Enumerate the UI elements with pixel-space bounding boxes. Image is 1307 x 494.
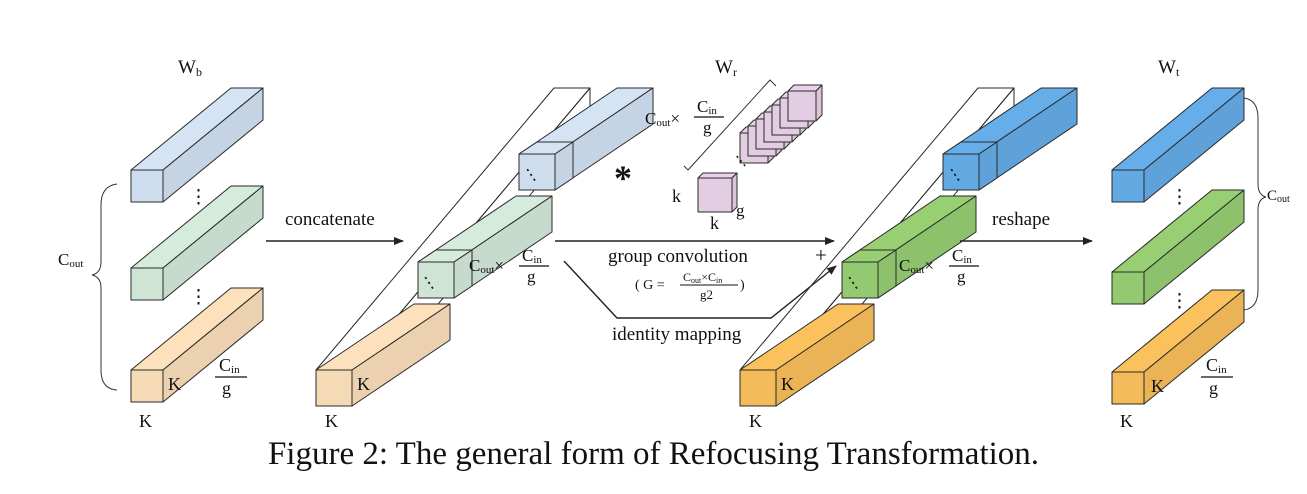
prism xyxy=(130,185,264,301)
prism-front-face xyxy=(417,261,455,299)
prism-top-face xyxy=(697,172,738,179)
cout-x-cin-g-concat: Cout× Cin g xyxy=(469,246,549,286)
prism-front-face xyxy=(739,369,777,407)
prism-front-face xyxy=(841,261,879,299)
k-depth-transformed: K xyxy=(781,374,794,394)
cout-brace-left xyxy=(91,183,118,391)
dots-wt-1: ⋮ xyxy=(1170,187,1189,208)
prism xyxy=(841,249,897,299)
k-width-concat: K xyxy=(325,411,338,431)
prism-front-face xyxy=(518,153,556,191)
wb-label: Wb xyxy=(178,57,202,79)
svg-text:g: g xyxy=(527,267,536,286)
prism xyxy=(1111,87,1245,203)
svg-text:g: g xyxy=(222,378,231,398)
prism-front-face xyxy=(1111,271,1145,305)
dots-wt-2: ⋮ xyxy=(1170,291,1189,312)
prism xyxy=(697,172,738,213)
k-width-transformed: K xyxy=(749,411,762,431)
prism-front-face xyxy=(697,177,733,213)
k-depth-concat: K xyxy=(357,374,370,394)
transformed-bar: ⋮ ⋮ K K Cout× Cin g xyxy=(739,87,1078,431)
svg-text:Cin: Cin xyxy=(219,355,240,376)
concatenate-label: concatenate xyxy=(285,209,375,230)
concatenate-arrow: concatenate xyxy=(266,209,404,245)
cout-label-right: Cout xyxy=(1267,188,1290,205)
svg-text:( G =: ( G = xyxy=(635,278,665,293)
svg-text:g: g xyxy=(1209,378,1218,398)
wr-label: Wr xyxy=(715,57,737,79)
prism-front-face xyxy=(315,369,353,407)
svg-text:g: g xyxy=(703,118,712,137)
prism xyxy=(130,287,264,403)
cout-brace-right xyxy=(1243,97,1267,311)
reshape-label: reshape xyxy=(992,209,1050,230)
k-height-wr: k xyxy=(672,186,681,206)
cout-x-cin-g-wr: Cout× Cin g xyxy=(645,97,724,137)
svg-text:Cin: Cin xyxy=(522,246,542,266)
wt-stack: Wt ⋮ ⋮ ⋮ Cout K K Cin g xyxy=(1111,57,1290,431)
wt-bar-blue xyxy=(1111,87,1245,203)
prism xyxy=(130,87,264,203)
svg-text:Cin: Cin xyxy=(952,246,972,266)
prism xyxy=(739,303,875,407)
wt-bar-green xyxy=(1111,189,1245,305)
plus-sign: + xyxy=(815,243,827,267)
concat-bar: ⋮ ⋮ K K Cout× Cin g xyxy=(315,87,654,431)
prism-front-face xyxy=(130,369,164,403)
prism-front-face xyxy=(1111,169,1145,203)
prism xyxy=(417,249,473,299)
k-width-wb: K xyxy=(139,411,152,431)
prism xyxy=(787,84,823,122)
g-formula: ( G = Cout×Cin g2 ) xyxy=(635,270,745,302)
wt-bar-orange xyxy=(1111,289,1245,405)
k-depth-wb: K xyxy=(168,374,181,394)
wr-kernels: Wr ⋮ Cout× Cin g k k g * xyxy=(614,57,823,233)
svg-text:g: g xyxy=(957,267,966,286)
identity-mapping-path: identity mapping + xyxy=(563,243,837,345)
wb-bar-blue xyxy=(130,87,264,203)
prism-front-face xyxy=(1111,371,1145,405)
dots-wb-2: ⋮ xyxy=(189,287,208,308)
figure-caption: Figure 2: The general form of Refocusing… xyxy=(267,436,1040,472)
prism xyxy=(518,141,574,191)
k-depth-wt: K xyxy=(1151,376,1164,396)
svg-text:Cout×: Cout× xyxy=(469,256,504,276)
k-width-wt: K xyxy=(1120,411,1133,431)
wt-label: Wt xyxy=(1158,57,1180,79)
cin-over-g-wb: Cin g xyxy=(215,355,247,398)
wb-bar-green xyxy=(130,185,264,301)
prism-front-face xyxy=(130,267,164,301)
group-convolution-label: group convolution xyxy=(608,246,748,267)
wr-brace xyxy=(687,79,777,171)
prism-front-face xyxy=(942,153,980,191)
prism-side-face xyxy=(815,84,823,122)
svg-text:Cin: Cin xyxy=(697,97,717,117)
wb-stack: Wb ⋮ ⋮ ⋮ Cout K K Cin g xyxy=(58,57,264,431)
svg-text:Cout×Cin: Cout×Cin xyxy=(683,270,722,285)
cin-over-g-wt: Cin g xyxy=(1201,355,1233,398)
cout-label-left: Cout xyxy=(58,250,83,270)
svg-text:g2: g2 xyxy=(700,287,713,302)
prism xyxy=(1111,289,1245,405)
svg-text:Cin: Cin xyxy=(1206,355,1227,376)
svg-text:Cout×: Cout× xyxy=(899,256,934,276)
conv-star: * xyxy=(614,158,632,198)
prism-front-face xyxy=(787,90,817,122)
reshape-arrow: reshape xyxy=(960,209,1093,245)
k-width-wr: k xyxy=(710,213,719,233)
dots-wb-1: ⋮ xyxy=(189,187,208,208)
group-conv-arrow: group convolution ( G = Cout×Cin g2 ) xyxy=(555,237,835,302)
cout-x-cin-g-transformed: Cout× Cin g xyxy=(899,246,979,286)
svg-text:Cout×: Cout× xyxy=(645,109,680,129)
identity-mapping-label: identity mapping xyxy=(612,324,742,345)
wb-bar-orange xyxy=(130,287,264,403)
prism xyxy=(1111,189,1245,305)
svg-text:): ) xyxy=(740,278,745,293)
g-depth-wr: g xyxy=(736,201,745,220)
prism xyxy=(315,303,451,407)
prism xyxy=(942,141,998,191)
prism-front-face xyxy=(130,169,164,203)
